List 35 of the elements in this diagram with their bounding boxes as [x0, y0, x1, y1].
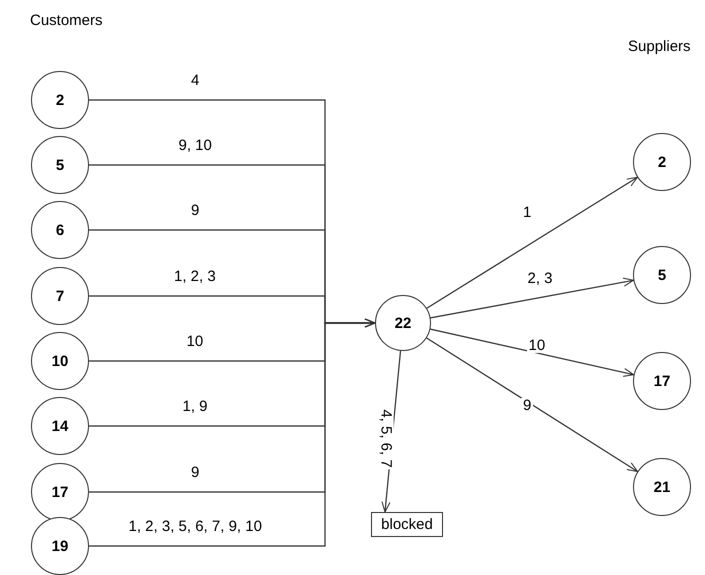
node-label: blocked — [381, 516, 433, 533]
connector-arrow — [430, 328, 634, 377]
edge-label: 9 — [189, 464, 202, 480]
node-label: 17 — [52, 484, 68, 500]
edge-label: 4, 5, 6, 7 — [378, 406, 394, 470]
edge-label: 1, 2, 3, 5, 6, 7, 9, 10 — [126, 518, 264, 534]
node-label: 19 — [52, 538, 68, 554]
node-label: 5 — [658, 266, 666, 284]
node-label: 22 — [394, 314, 412, 332]
edge-label: 1, 2, 3 — [172, 268, 218, 284]
node-label: 10 — [52, 352, 68, 370]
node-label: 21 — [654, 478, 670, 496]
node-label: 7 — [56, 288, 64, 304]
connector-arrow — [430, 278, 634, 318]
edge-label: 9, 10 — [176, 138, 214, 152]
node-label: 2 — [658, 154, 666, 170]
connector-arrow — [426, 337, 638, 472]
edge-label: 2, 3 — [526, 270, 555, 286]
connector-arrow — [89, 318, 376, 547]
edge-label: 9 — [521, 398, 534, 412]
edge-label: 10 — [184, 334, 206, 348]
node-label: 2 — [56, 92, 64, 108]
node-label: 17 — [654, 372, 670, 390]
edge-label: 10 — [526, 338, 548, 352]
connector-arrow — [426, 176, 638, 309]
node-label: 6 — [56, 222, 64, 238]
node-label: 14 — [52, 418, 68, 434]
edge-label: 9 — [189, 202, 202, 218]
edge-label: 1, 9 — [180, 398, 210, 414]
column-heading: Suppliers — [628, 38, 691, 55]
edge-label: 1 — [521, 204, 534, 220]
edge-label: 4 — [189, 72, 202, 88]
status-box — [371, 512, 443, 537]
column-heading: Customers — [30, 12, 103, 29]
node-label: 5 — [56, 156, 64, 174]
